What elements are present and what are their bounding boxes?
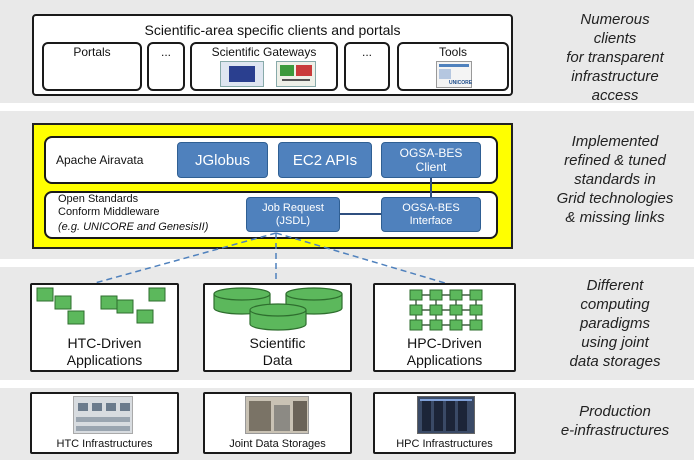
- ogsa-bes-client-label: OGSA-BES Client: [399, 146, 463, 174]
- jglobus-label: JGlobus: [194, 151, 251, 169]
- clients-portals-title: Scientific-area specific clients and por…: [144, 22, 401, 38]
- ellipsis-box-1: [147, 42, 185, 91]
- hpc-infrastructures-label: HPC Infrastructures: [396, 438, 493, 450]
- gateway-screenshot-1: [220, 61, 264, 87]
- hpc-mesh-icon: [409, 289, 483, 331]
- gateway-screenshot-2: [276, 61, 316, 87]
- tier4-description: Production e-infrastructures: [560, 403, 670, 439]
- tier3-description: Different computing paradigms using join…: [569, 277, 661, 370]
- ogsa-bes-client-box: OGSA-BES Client: [381, 142, 481, 178]
- job-request-box: Job Request (JSDL): [246, 197, 340, 232]
- portals-box: [42, 42, 142, 91]
- middleware-example: (e.g. UNICORE and GenesisII): [58, 221, 209, 233]
- htc-tasks-icon: [36, 287, 166, 325]
- ec2-apis-label: EC2 APIs: [292, 151, 358, 169]
- joint-storages-label: Joint Data Storages: [229, 438, 326, 450]
- gateways-label: Scientific Gateways: [211, 45, 317, 59]
- htc-lab-photo: [73, 396, 133, 434]
- scientific-data-label: Scientific Data: [249, 335, 306, 368]
- hpc-cluster-photo: [417, 396, 475, 434]
- tools-screenshot: UNICORE: [436, 61, 472, 88]
- htc-applications-label: HTC-Driven Applications: [66, 335, 143, 368]
- ec2-apis-box: EC2 APIs: [278, 142, 372, 178]
- database-icon: [213, 287, 343, 331]
- ogsa-bes-interface-box: OGSA-BES Interface: [381, 197, 481, 232]
- tier1-description: Numerous clients for transparent infrast…: [566, 11, 664, 104]
- jglobus-box: JGlobus: [177, 142, 268, 178]
- htc-infrastructures-label: HTC Infrastructures: [56, 438, 153, 450]
- ogsa-bes-interface-label: OGSA-BES Interface: [402, 201, 460, 227]
- ellipsis-box-2: [344, 42, 390, 91]
- airavata-label: Apache Airavata: [56, 153, 144, 167]
- middleware-label: Open Standards Conform Middleware: [58, 193, 160, 218]
- tier2-description: Implemented refined & tuned standards in…: [556, 133, 674, 226]
- hpc-applications-label: HPC-Driven Applications: [406, 335, 483, 368]
- portals-label: Portals: [73, 45, 111, 59]
- job-request-label: Job Request (JSDL): [262, 201, 324, 227]
- ellipsis-2: ...: [361, 45, 372, 59]
- storage-photo: [245, 396, 309, 434]
- ellipsis-1: ...: [160, 45, 171, 59]
- unicore-logo: UNICORE: [449, 80, 473, 86]
- tools-label: Tools: [438, 45, 467, 59]
- hpc-applications-box: [373, 283, 516, 372]
